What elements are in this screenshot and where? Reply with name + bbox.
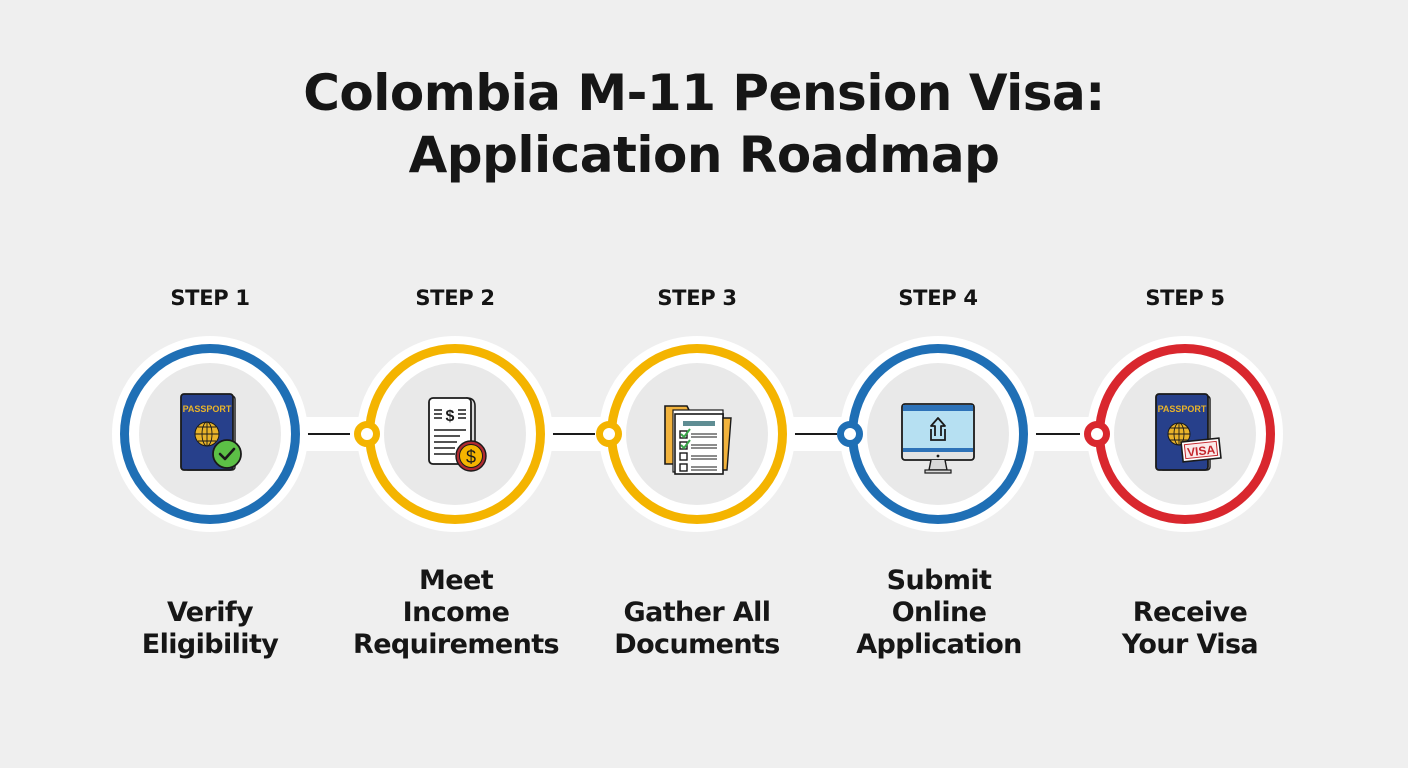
connector-line-4-5: [1028, 433, 1080, 435]
step-4-description: Submit Online Application: [819, 565, 1059, 661]
step-4-desc-line: Application: [856, 629, 1022, 660]
passport-check-icon: PASSPORT: [180, 393, 242, 471]
folder-checklist-icon: [664, 405, 732, 475]
step-3-node: [596, 421, 622, 447]
step-1-description: Verify Eligibility: [90, 597, 330, 661]
step-2-desc-line: Income: [402, 597, 510, 628]
step-3-inner: [626, 363, 768, 505]
step-2-node: [354, 421, 380, 447]
passport-text: PASSPORT: [183, 404, 232, 414]
step-4-label: STEP 4: [898, 286, 978, 310]
step-3-description: Gather All Documents: [577, 597, 817, 661]
step-2-ring: $ $: [365, 344, 545, 524]
step-5-inner: PASSPORT VISA: [1114, 363, 1256, 505]
connector-line-1-2: [300, 433, 350, 435]
step-1-ring: PASSPORT: [120, 344, 300, 524]
step-4-ring: [848, 344, 1028, 524]
connector-line-3-4: [787, 433, 837, 435]
step-4-desc-line: Submit: [886, 565, 992, 596]
page-title: Colombia M-11 Pension Visa: Application …: [0, 62, 1408, 186]
monitor-upload-icon: [901, 403, 975, 474]
step-5-label: STEP 5: [1145, 286, 1225, 310]
step-5-ring: PASSPORT VISA: [1095, 344, 1275, 524]
step-1-desc-line: Verify: [166, 597, 254, 628]
income-document-coin-icon: $ $: [428, 397, 487, 472]
step-1-desc-line: Eligibility: [141, 629, 279, 660]
visa-stamp-text: VISA: [1186, 443, 1216, 460]
step-4-node: [837, 421, 863, 447]
step-3-desc-line: Gather All: [623, 597, 772, 628]
connector-line-2-3: [545, 433, 595, 435]
step-2-desc-line: Meet: [419, 565, 494, 596]
step-4-desc-line: Online: [891, 597, 987, 628]
step-3-ring: [607, 344, 787, 524]
title-line-2: Application Roadmap: [408, 126, 1000, 184]
step-4-inner: [867, 363, 1009, 505]
coin-dollar-text: $: [466, 447, 476, 467]
title-line-1: Colombia M-11 Pension Visa:: [303, 64, 1105, 122]
passport-visa-icon: PASSPORT VISA: [1155, 393, 1222, 471]
step-5-node: [1084, 421, 1110, 447]
step-2-label: STEP 2: [415, 286, 495, 310]
step-2-inner: $ $: [384, 363, 526, 505]
step-5-desc-line: Receive: [1132, 597, 1248, 628]
step-3-desc-line: Documents: [614, 629, 780, 660]
step-3-label: STEP 3: [657, 286, 737, 310]
step-1-label: STEP 1: [170, 286, 250, 310]
dollar-sign-text: $: [446, 408, 455, 425]
passport-text: PASSPORT: [1158, 404, 1207, 414]
step-1-inner: PASSPORT: [139, 363, 281, 505]
step-2-description: Meet Income Requirements: [336, 565, 576, 661]
step-5-desc-line: Your Visa: [1121, 629, 1259, 660]
step-5-description: Receive Your Visa: [1070, 597, 1310, 661]
step-2-desc-line: Requirements: [353, 629, 560, 660]
